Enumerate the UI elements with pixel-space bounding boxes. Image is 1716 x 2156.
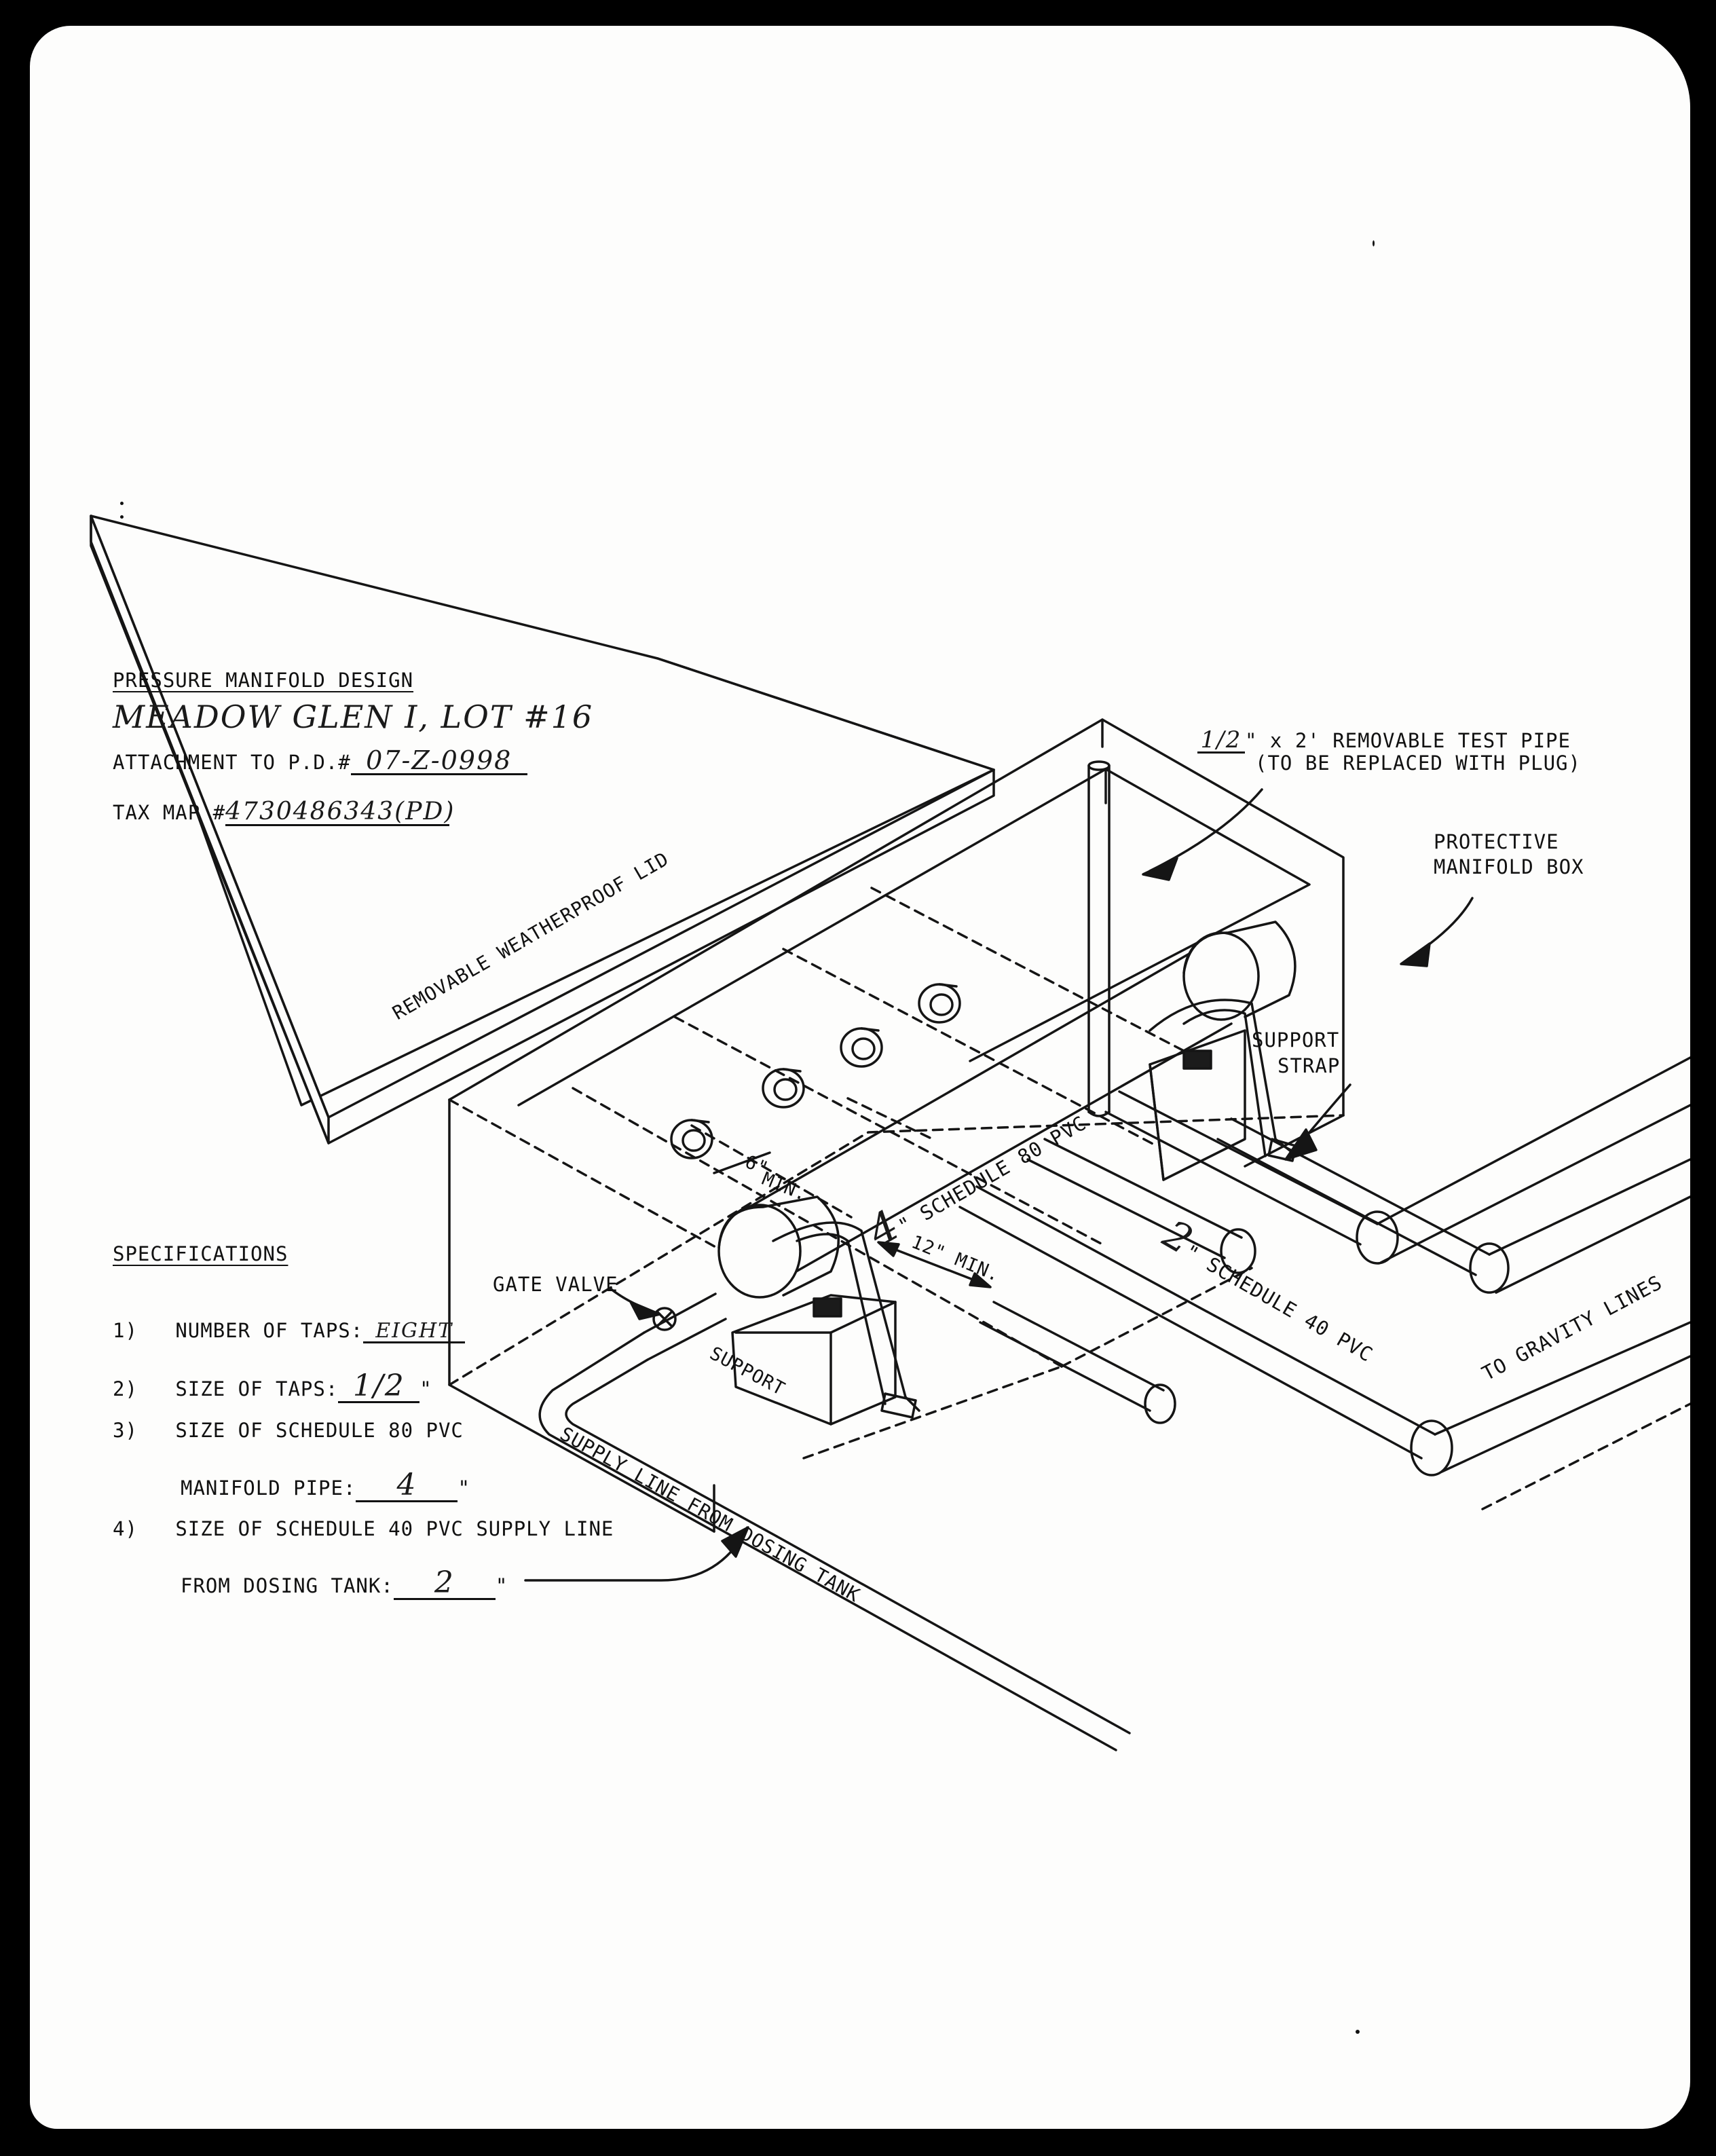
manifold-pipe [717, 921, 1297, 1299]
spec-label: FROM DOSING TANK: [181, 1574, 394, 1597]
supply-line [538, 1293, 1131, 1751]
spec-unit: " [419, 1377, 432, 1400]
scan-speck [1373, 240, 1375, 246]
project-name: MEADOW GLEN I, LOT #16 [113, 699, 594, 735]
weatherproof-lid [90, 515, 995, 1145]
support-front [731, 1221, 920, 1426]
scan-speck [120, 515, 124, 519]
box-label-1: PROTECTIVE [1434, 830, 1559, 853]
tap [670, 1119, 713, 1159]
spec-number: 1) [113, 1319, 138, 1342]
spec-item-supply-size-2: FROM DOSING TANK:2" [181, 1568, 508, 1600]
strap-label-1: SUPPORT [1252, 1028, 1340, 1052]
attachment-value: 07-Z-0998 [350, 747, 527, 775]
spec-item-taps-count: 1) NUMBER OF TAPS:EIGHT [113, 1319, 466, 1343]
test-pipe-text-1: " x 2' REMOVABLE TEST PIPE [1245, 729, 1571, 752]
spec-item-manifold-size-2: MANIFOLD PIPE:4" [181, 1470, 470, 1502]
spec-label: SIZE OF SCHEDULE 80 PVC [175, 1419, 464, 1442]
spec-label: NUMBER OF TAPS: [175, 1319, 364, 1342]
lateral [958, 1185, 1690, 1476]
spec-value-manifold: 4 [356, 1470, 458, 1502]
manifold-box [448, 718, 1345, 1533]
spec-value-taps: EIGHT [363, 1321, 466, 1343]
spec-item-tap-size: 2) SIZE OF TAPS:1/2" [113, 1371, 432, 1403]
tap [918, 983, 961, 1024]
test-pipe [1087, 760, 1111, 1117]
specifications-heading: SPECIFICATIONS [113, 1242, 288, 1265]
scan-speck [1356, 2030, 1360, 2034]
spec-label: SIZE OF SCHEDULE 40 PVC SUPPLY LINE [175, 1517, 614, 1540]
test-pipe-text-2: (TO BE REPLACED WITH PLUG) [1255, 751, 1581, 775]
spec-number: 4) [113, 1517, 138, 1540]
leader-arrows [524, 788, 1474, 1582]
gate-valve-label: GATE VALVE [493, 1273, 618, 1296]
lateral [1216, 1117, 1690, 1294]
taxmap-label: TAX MAP # [113, 801, 226, 824]
spec-label: SIZE OF TAPS: [175, 1377, 339, 1400]
spec-item-manifold-size: 3) SIZE OF SCHEDULE 80 PVC [113, 1421, 464, 1441]
support-strap-rear [1149, 999, 1297, 1181]
manifold-drawing [90, 515, 1690, 1751]
strap-label-2: STRAP [1277, 1054, 1341, 1077]
spec-number: 2) [113, 1377, 138, 1400]
lateral [1026, 1138, 1256, 1274]
spec-label: MANIFOLD PIPE: [181, 1476, 356, 1500]
spec-number: 3) [113, 1419, 138, 1442]
taxmap-line: TAX MAP #4730486343(PD) [113, 798, 455, 826]
spec-unit: " [495, 1574, 508, 1597]
tap [762, 1068, 805, 1109]
laterals [958, 1056, 1690, 1510]
test-pipe-value: 1/2 [1197, 728, 1245, 754]
spec-value-tap-size: 1/2 [338, 1371, 420, 1403]
taps [670, 983, 961, 1159]
taxmap-value: 4730486343(PD) [225, 798, 455, 826]
scan-speck [120, 502, 124, 505]
drawing-title: PRESSURE MANIFOLD DESIGN [113, 669, 414, 692]
spec-value-supply: 2 [393, 1568, 496, 1600]
drawing-sheet: PRESSURE MANIFOLD DESIGN MEADOW GLEN I, … [30, 26, 1690, 2129]
test-pipe-label: 1/2" x 2' REMOVABLE TEST PIPE [1197, 728, 1571, 754]
spec-item-supply-size: 4) SIZE OF SCHEDULE 40 PVC SUPPLY LINE [113, 1519, 614, 1539]
spec-unit: " [458, 1476, 470, 1500]
tap [840, 1027, 883, 1068]
box-label-2: MANIFOLD BOX [1434, 855, 1584, 878]
lateral [1104, 1056, 1690, 1265]
attachment-label: ATTACHMENT TO P.D.# [113, 751, 351, 774]
lateral [979, 1301, 1176, 1424]
attachment-line: ATTACHMENT TO P.D.#07-Z-0998 [113, 747, 527, 775]
